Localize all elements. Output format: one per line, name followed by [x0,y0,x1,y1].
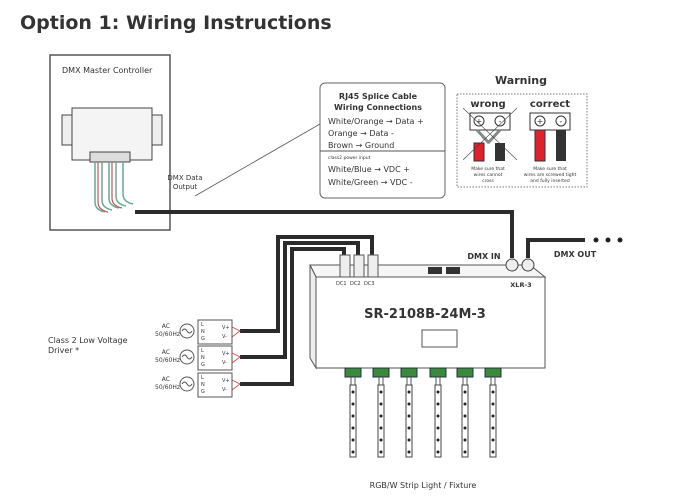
ac-label: AC [162,323,170,330]
led-strip [400,367,418,458]
terminal-block [456,367,474,378]
input-terminal-label: G [201,336,205,342]
minus-icon: - [499,117,502,126]
rj45-line: Brown → Ground [328,141,394,150]
ac-freq-label: 50/60Hz [155,357,180,364]
terminal-block [484,367,502,378]
input-terminal-label: L [201,375,204,381]
terminal-block [400,367,418,378]
strip-label: RGB/W Strip Light / Fixture [370,481,477,490]
ac-label: AC [162,376,170,383]
input-terminal-label: L [201,348,204,354]
rj45-line: White/Orange → Data + [328,117,424,126]
rj45-title: RJ45 Splice Cable [339,92,418,101]
plus-icon: + [476,117,483,126]
input-terminal-label: N [201,329,205,335]
rj45-line: Orange → Data - [328,129,394,138]
correct-note: Make sure that [533,166,567,172]
output-terminal-label: V- [222,334,227,340]
output-terminal-label: V+ [222,378,230,384]
input-terminal-label: G [201,389,205,395]
device-display [421,329,458,348]
rj45-wiring-box: RJ45 Splice Cable Wiring Connections Whi… [319,82,446,199]
warning-panel: Warning wrong correct + - + - Make sure … [456,74,588,188]
terminal-block [372,367,390,378]
page-title: Option 1: Wiring Instructions [20,12,332,34]
led-strip [429,367,447,458]
wrong-note: Make sure that [471,166,505,172]
dc3-label: DC3 [364,281,375,287]
wrong-note: wires cannot [474,172,503,178]
led-strip [372,367,390,458]
power-line: White/Green → VDC - [328,178,413,187]
power-line: White/Blue → VDC + [328,165,410,174]
device-model: SR-2108B-24M-3 [364,307,486,322]
dmx-decoder-device: DC1 DC2 DC3 SR-2108B-24M-3 DMX IN DMX OU… [309,250,597,370]
controller-label: DMX Master Controller [62,66,153,75]
input-terminal-label: G [201,362,205,368]
ac-freq-label: 50/60Hz [155,331,180,338]
input-terminal-label: N [201,355,205,361]
warning-title: Warning [495,74,547,87]
correct-label: correct [530,99,570,110]
input-terminal-label: L [201,322,204,328]
dmx-out-label: DMX OUT [554,250,597,259]
input-terminal-label: N [201,382,205,388]
output-terminal-label: V+ [222,351,230,357]
wrong-note: cross [482,178,494,184]
dmx-data-output-label-2: Output [173,183,198,191]
terminal-block [344,367,362,378]
dc2-label: DC2 [350,281,361,287]
driver-label: Class 2 Low Voltage [48,336,128,345]
dmx-master-controller: DMX Master Controller [49,54,171,231]
driver-label-2: Driver * [48,346,79,355]
xlr-out-connector [521,258,535,272]
power-cables [240,235,374,386]
led-strip [456,367,474,458]
dc1-label: DC1 [336,281,347,287]
plus-icon: + [537,117,544,126]
xlr-in-connector [505,258,519,272]
ac-freq-label: 50/60Hz [155,384,180,391]
dmx-in-cable [135,210,514,258]
terminal-block [429,367,447,378]
led-strip [484,367,502,458]
callout-line [194,123,321,197]
drivers: AC50/60HzLNGV+V-AC50/60HzLNGV+V-AC50/60H… [155,319,241,398]
led-strips [344,367,502,458]
minus-icon: - [560,117,563,126]
correct-note: and fully inserted [530,178,570,184]
led-strip [344,367,362,458]
power-header: class2 power input [328,155,371,161]
correct-note: wires are screwed tight [524,172,577,178]
dmx-out-cable [526,238,585,258]
output-terminal-label: V- [222,360,227,366]
dmx-data-output-label: DMX Data [167,174,202,182]
output-terminal-label: V+ [222,325,230,331]
output-terminal-label: V- [222,387,227,393]
rj45-title-2: Wiring Connections [334,103,422,112]
ac-label: AC [162,349,170,356]
dmx-in-label: DMX IN [467,252,500,261]
xlr-label: XLR-3 [510,281,531,289]
wrong-label: wrong [470,99,505,110]
